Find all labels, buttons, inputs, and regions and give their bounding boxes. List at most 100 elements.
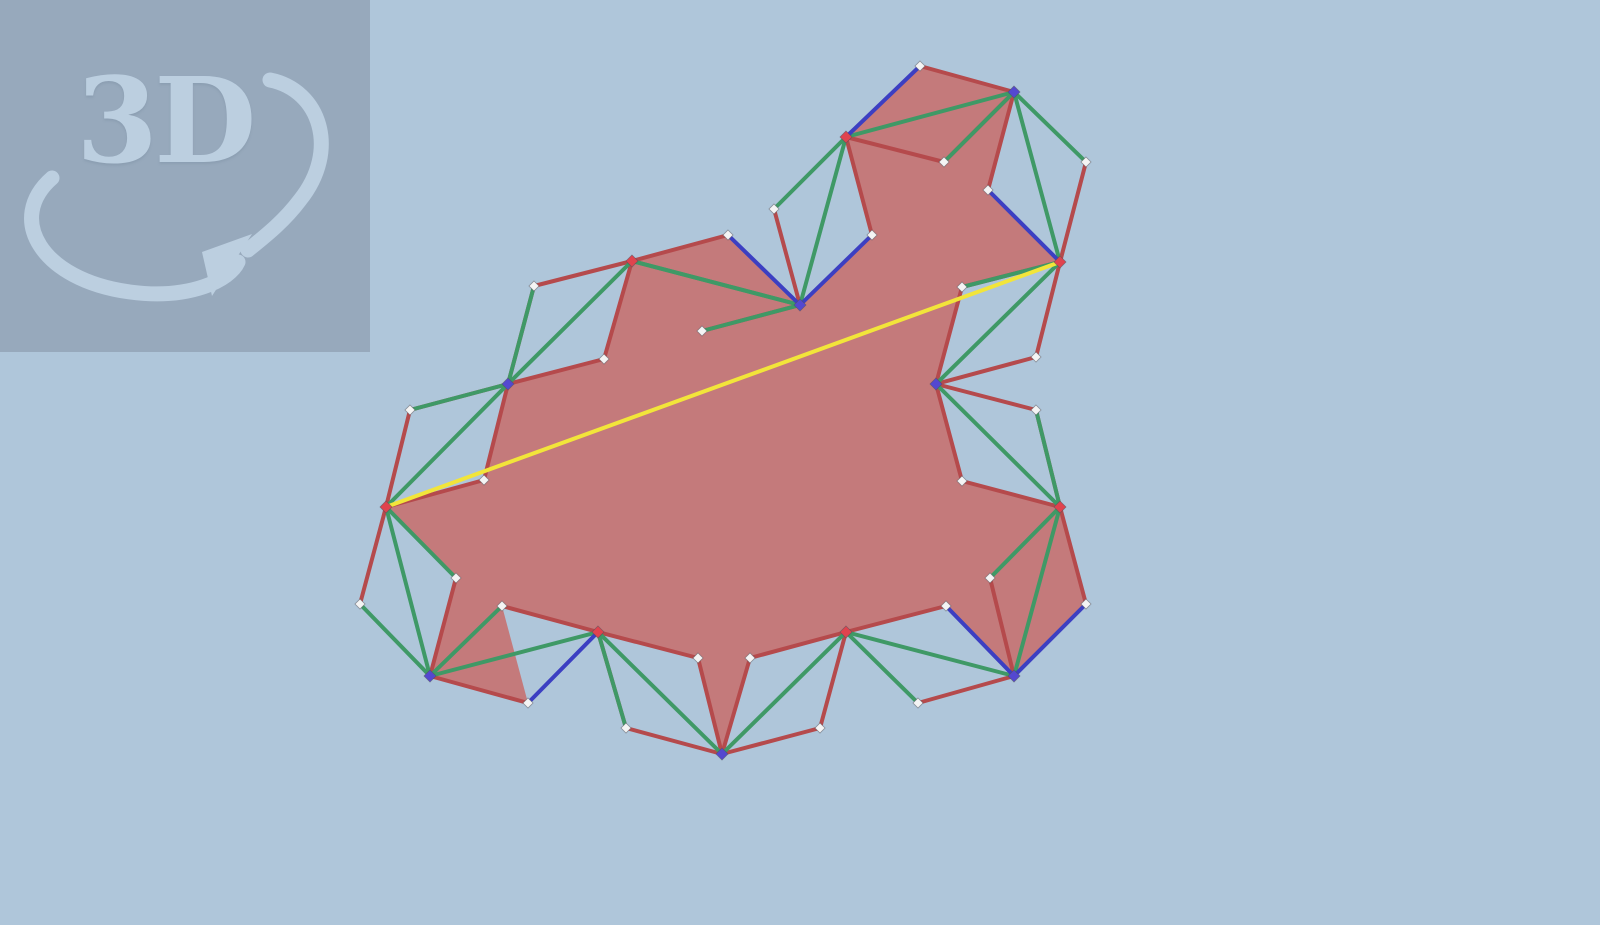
mesh-edge: [506, 284, 536, 386]
mesh-edge: [630, 233, 730, 263]
vertex-red[interactable]: [839, 625, 853, 639]
mesh-edge: [428, 576, 458, 678]
mesh-edge: [942, 90, 1016, 164]
mesh-edge: [358, 505, 388, 606]
rotate-3d-icon: [24, 72, 329, 302]
mesh-edge: [934, 260, 1062, 386]
mesh-edge: [720, 726, 822, 756]
vertex-blue[interactable]: [501, 377, 515, 391]
mesh-edges: [358, 64, 1088, 756]
vertex-white[interactable]: [768, 203, 780, 215]
vertex-red[interactable]: [625, 254, 639, 268]
mesh-edge: [720, 656, 752, 756]
vertex-white[interactable]: [598, 353, 610, 365]
mesh-edge: [384, 505, 458, 580]
vertex-blue[interactable]: [715, 747, 729, 761]
vertex-white[interactable]: [450, 572, 462, 584]
view-3d-label: 3D: [76, 51, 256, 190]
mesh-edge: [918, 64, 1016, 94]
mesh-edge: [384, 408, 412, 509]
vertex-white[interactable]: [912, 697, 924, 709]
vertex-white[interactable]: [814, 722, 826, 734]
mesh-edge: [960, 479, 1062, 509]
vertex-red[interactable]: [1053, 500, 1067, 514]
vertex-red[interactable]: [379, 500, 393, 514]
mesh-edge: [934, 382, 1038, 412]
vertex-blue[interactable]: [423, 669, 437, 683]
mesh-edge: [1058, 505, 1088, 606]
mesh-edge: [384, 382, 510, 509]
vertex-white[interactable]: [984, 572, 996, 584]
vertex-white[interactable]: [522, 697, 534, 709]
mesh-edge: [986, 90, 1016, 192]
vertex-white[interactable]: [354, 598, 366, 610]
vertex-white[interactable]: [692, 652, 704, 664]
mesh-edge: [934, 355, 1038, 386]
mesh-edge: [500, 604, 600, 634]
mesh-edge: [428, 630, 600, 678]
mesh-edge: [772, 207, 802, 307]
vertex-blue[interactable]: [793, 298, 807, 312]
vertex-white[interactable]: [938, 156, 950, 168]
vertex-white[interactable]: [744, 652, 756, 664]
vertex-white[interactable]: [1030, 404, 1042, 416]
highlight-edge: [384, 260, 1062, 509]
vertex-blue[interactable]: [1007, 85, 1021, 99]
mesh-edge: [1012, 505, 1062, 678]
mesh-edge: [526, 630, 600, 705]
vertex-white[interactable]: [1080, 156, 1092, 168]
vertex-white[interactable]: [956, 475, 968, 487]
mesh-edge: [726, 233, 802, 307]
vertex-red[interactable]: [839, 130, 853, 144]
vertex-white[interactable]: [1030, 351, 1042, 363]
vertex-white[interactable]: [722, 229, 734, 241]
mesh-edge: [1034, 408, 1062, 509]
view-3d-toggle-button[interactable]: 3D: [0, 0, 370, 352]
mesh-edge: [934, 382, 1062, 509]
mesh-edge: [934, 382, 964, 483]
vertex-white[interactable]: [478, 474, 490, 486]
mesh-edge: [506, 259, 634, 386]
mesh-edge: [988, 505, 1062, 580]
vertex-white[interactable]: [620, 722, 632, 734]
mesh-edge: [798, 233, 874, 307]
vertex-white[interactable]: [956, 281, 968, 293]
mesh-edge: [532, 259, 634, 288]
vertex-blue[interactable]: [1007, 669, 1021, 683]
vertex-white[interactable]: [696, 325, 708, 337]
unfolded-polygon-face: [386, 66, 1086, 754]
mesh-edge: [798, 135, 848, 307]
mesh-edge: [844, 630, 920, 705]
mesh-vertices: [354, 60, 1092, 761]
mesh-edge: [482, 382, 510, 482]
vertex-red[interactable]: [1053, 255, 1067, 269]
mesh-edge: [916, 674, 1016, 705]
mesh-edge: [696, 656, 724, 756]
mesh-edge: [596, 630, 700, 660]
mesh-edge: [596, 630, 628, 730]
mesh-edge: [428, 674, 530, 705]
vertex-white[interactable]: [528, 280, 540, 292]
mesh-edge: [700, 303, 802, 333]
vertex-white[interactable]: [404, 404, 416, 416]
vertex-white[interactable]: [866, 229, 878, 241]
mesh-edge: [844, 64, 922, 139]
vertex-red[interactable]: [591, 625, 605, 639]
mesh-edge: [748, 630, 848, 660]
vertex-blue[interactable]: [929, 377, 943, 391]
vertex-white[interactable]: [496, 600, 508, 612]
mesh-edge: [506, 357, 606, 386]
vertex-white[interactable]: [982, 184, 994, 196]
vertex-white[interactable]: [940, 600, 952, 612]
mesh-edge: [1012, 602, 1088, 678]
mesh-edge: [624, 726, 724, 756]
mesh-edge: [1058, 160, 1088, 264]
mesh-edge: [944, 604, 1016, 678]
vertex-white[interactable]: [914, 60, 926, 72]
mesh-edge: [844, 90, 1016, 139]
mesh-edge: [596, 630, 724, 756]
mesh-edge: [358, 602, 432, 678]
mesh-edge: [844, 135, 874, 237]
vertex-white[interactable]: [1080, 598, 1092, 610]
